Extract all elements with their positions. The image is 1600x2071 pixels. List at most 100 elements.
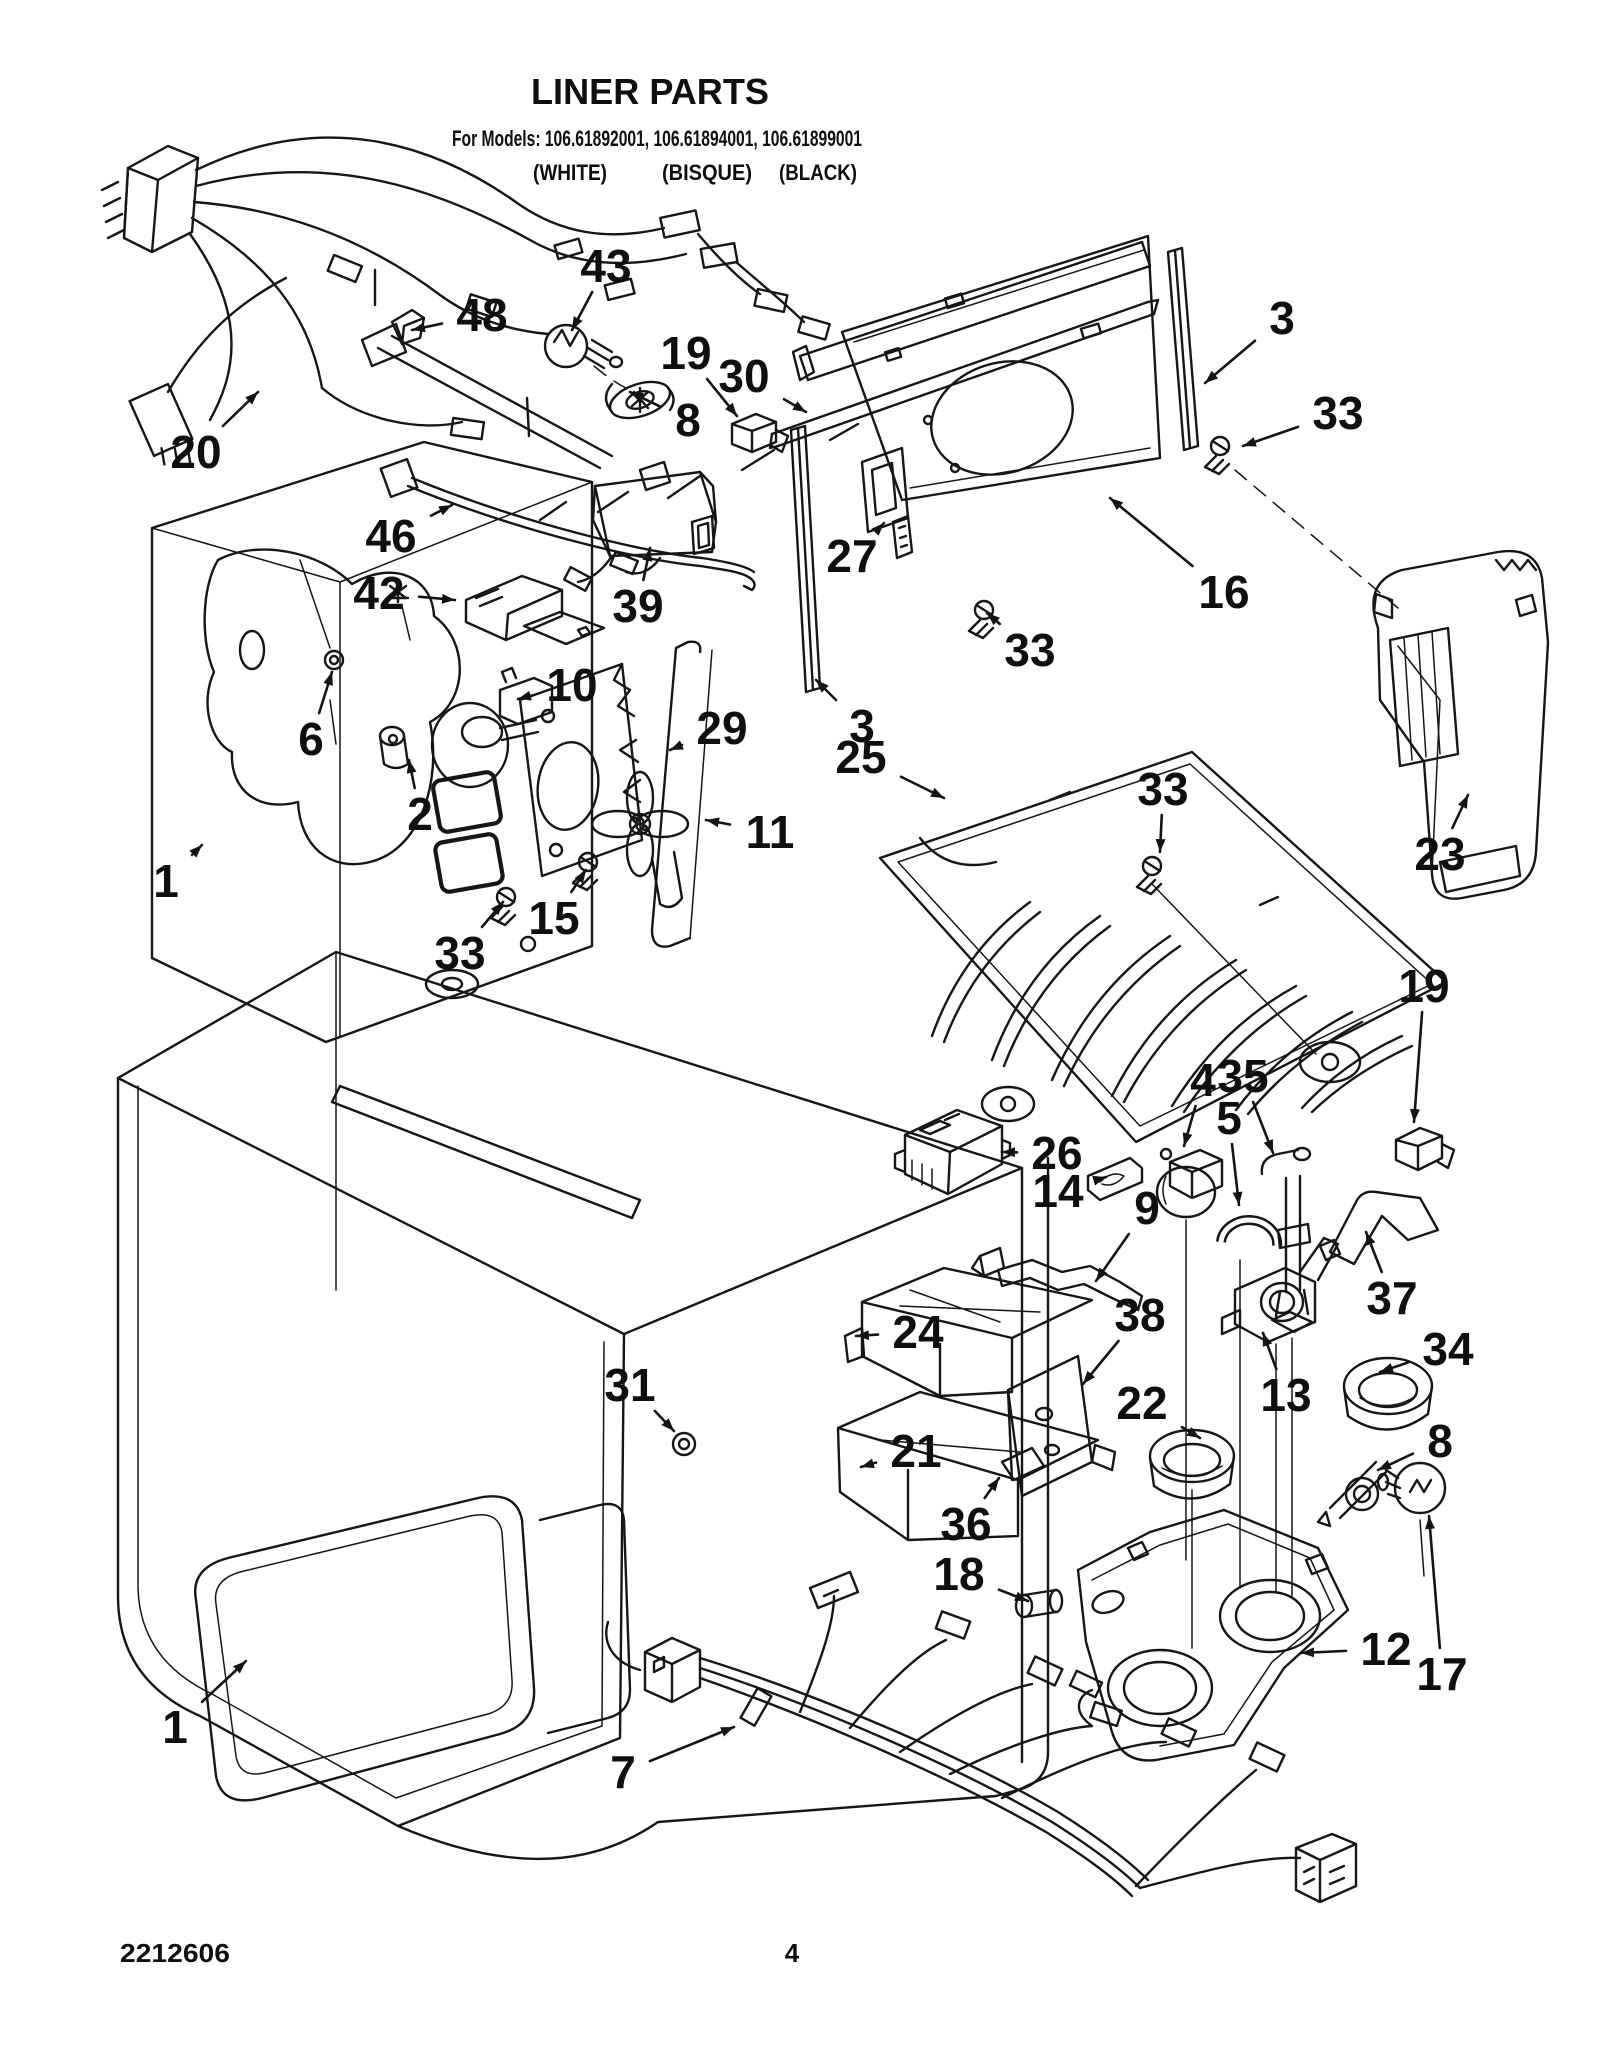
callout-29: 29 — [668, 702, 748, 754]
callout-23: 23 — [1414, 793, 1470, 880]
callout-number: 38 — [1114, 1289, 1165, 1341]
callout-number: 19 — [1398, 960, 1449, 1012]
callout-21: 21 — [859, 1425, 942, 1477]
callout-number: 1 — [153, 855, 179, 907]
clamp-5 — [1216, 1215, 1283, 1247]
screw-33-mid — [967, 599, 995, 640]
bracket-27 — [860, 446, 914, 560]
callout-number: 34 — [1422, 1323, 1474, 1375]
color-option-bisque: (BISQUE) — [662, 160, 752, 185]
callout-number: 19 — [660, 327, 711, 379]
callout-18: 18 — [933, 1548, 1030, 1603]
callout-number: 7 — [610, 1746, 636, 1798]
callout-arrow — [406, 758, 417, 790]
callout-number: 30 — [718, 350, 769, 402]
lamp-housing-12 — [1076, 1219, 1425, 1762]
callout-7: 7 — [610, 1725, 736, 1798]
callout-43: 43 — [570, 240, 632, 332]
pump-bracket-13 — [1220, 1236, 1340, 1344]
drain-cup-34 — [1342, 1356, 1434, 1431]
callout-46: 46 — [365, 503, 454, 562]
callout-42: 42 — [353, 567, 457, 619]
callout-number: 14 — [1032, 1165, 1084, 1217]
callout-number: 2 — [407, 788, 433, 840]
callout-number: 42 — [353, 567, 404, 619]
callout-30: 30 — [718, 350, 808, 414]
callout-number: 3 — [849, 700, 875, 752]
bracket-37 — [1318, 1190, 1440, 1266]
callout-arrow — [1451, 793, 1470, 830]
callout-arrow — [429, 503, 454, 517]
callout-number: 5 — [1216, 1092, 1242, 1144]
callout-48: 48 — [410, 289, 508, 341]
screw-33-top — [1203, 435, 1231, 476]
callout-arrow — [983, 1476, 1001, 1500]
callout-arrow — [705, 377, 739, 418]
callout-arrow — [704, 817, 732, 828]
callout-number: 31 — [604, 1359, 655, 1411]
callout-number: 21 — [890, 1425, 941, 1477]
color-option-black: (BLACK) — [779, 160, 857, 185]
callout-17: 17 — [1416, 1514, 1468, 1700]
title-block: LINER PARTS For Models: 106.61892001, 10… — [452, 71, 862, 185]
document-number: 2212606 — [120, 1938, 230, 1968]
callout-number: 33 — [1004, 624, 1055, 676]
seal-strip-3-right — [1166, 246, 1200, 452]
air-duct-21 — [836, 1390, 1117, 1542]
callout-number: 27 — [826, 530, 877, 582]
callout-9: 9 — [1094, 1182, 1160, 1283]
freezer-liner-1 — [150, 440, 594, 1044]
callout-arrow — [648, 1725, 736, 1763]
callout-arrow — [1081, 1339, 1120, 1386]
callout-5: 5 — [1216, 1092, 1243, 1207]
callout-number: 25 — [835, 731, 886, 783]
callout-number: 20 — [170, 426, 221, 478]
callout-19: 19 — [1398, 960, 1450, 1124]
callout-arrow — [1203, 339, 1257, 385]
grommet-31 — [671, 1431, 697, 1457]
bulb-17 — [1376, 1461, 1447, 1515]
evap-cover-25 — [878, 750, 1448, 1144]
callout-36: 36 — [940, 1476, 1001, 1550]
callout-33: 33 — [1137, 763, 1189, 854]
callout-37: 37 — [1364, 1230, 1418, 1324]
callout-1: 1 — [162, 1659, 248, 1753]
callout-14: 14 — [1032, 1165, 1108, 1217]
callout-number: 1 — [162, 1701, 188, 1753]
callout-19: 19 — [660, 327, 739, 418]
callout-15: 15 — [528, 868, 588, 944]
callout-number: 39 — [612, 580, 663, 632]
callout-2: 2 — [406, 758, 433, 840]
callout-number: 43 — [580, 240, 631, 292]
color-option-white: (WHITE) — [533, 160, 607, 185]
callout-arrow — [1092, 1175, 1108, 1186]
callout-33: 33 — [434, 900, 505, 979]
callout-arrow — [1261, 1331, 1278, 1371]
callout-11: 11 — [704, 806, 794, 858]
callout-10: 10 — [516, 659, 598, 711]
callout-3: 3 — [814, 678, 875, 752]
callout-arrow — [1241, 425, 1300, 448]
seal-strip-3-left — [789, 424, 822, 694]
callout-number: 18 — [933, 1548, 984, 1600]
callout-arrow — [1230, 1142, 1243, 1207]
callout-arrow — [1155, 813, 1166, 854]
callout-number: 16 — [1198, 566, 1249, 618]
callout-number: 6 — [298, 713, 324, 765]
callout-1: 1 — [153, 843, 204, 907]
callout-16: 16 — [1108, 496, 1250, 618]
callout-number: 8 — [675, 394, 701, 446]
callout-22: 22 — [1116, 1377, 1202, 1440]
callout-arrow — [782, 397, 808, 414]
wire-harness-bottom — [605, 1570, 1358, 1904]
callout-arrow — [1251, 1100, 1275, 1155]
callout-26: 26 — [1000, 1127, 1083, 1179]
callout-number: 33 — [1312, 387, 1363, 439]
evaporator-motor-cluster — [378, 640, 713, 1000]
callout-arrow — [1409, 1010, 1424, 1124]
callout-13: 13 — [1260, 1331, 1312, 1421]
callout-arrow — [628, 390, 663, 409]
callout-arrow — [642, 546, 653, 582]
callout-number: 8 — [1427, 1415, 1453, 1467]
callout-number: 17 — [1416, 1648, 1467, 1700]
